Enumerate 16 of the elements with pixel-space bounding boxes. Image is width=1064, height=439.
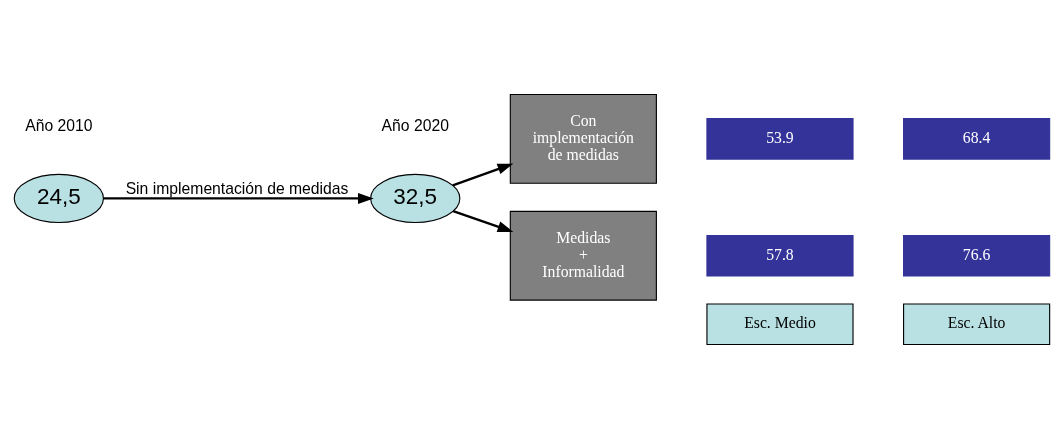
node-ellipse: 32,5: [370, 173, 461, 224]
node-box: Medidas + Informalidad: [509, 210, 657, 301]
node-box: Con implementación de medidas: [509, 93, 657, 184]
node-box: 57.8: [706, 234, 854, 277]
node-box: 53.9: [706, 118, 854, 160]
label: Año 2010: [25, 116, 93, 134]
arrow: [452, 163, 514, 187]
node-ellipse: 24,5: [13, 173, 104, 224]
arrow: [103, 192, 374, 204]
label: Año 2020: [381, 116, 449, 134]
node-box: Esc. Medio: [706, 303, 854, 346]
node-box: 68.4: [903, 118, 1051, 160]
arrow: [452, 210, 514, 232]
edge-label: Sin implementación de medidas: [125, 180, 349, 198]
node-box: Esc. Alto: [903, 303, 1051, 346]
node-box: 76.6: [903, 234, 1051, 277]
